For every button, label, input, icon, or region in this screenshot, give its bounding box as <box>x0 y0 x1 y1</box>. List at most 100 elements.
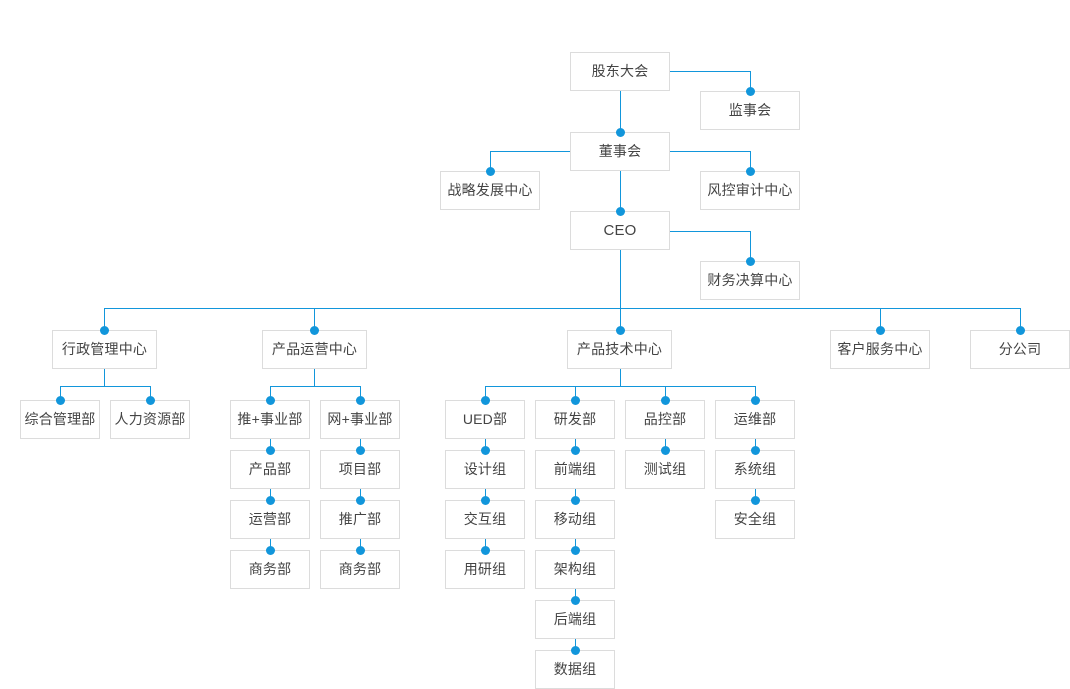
node-security-group[interactable]: 安全组 <box>715 500 795 539</box>
node-promotion-dept[interactable]: 推广部 <box>320 500 400 539</box>
edge-trunk-to-branch <box>1020 308 1021 330</box>
connector-dot-customer-service-center <box>876 326 885 335</box>
connector-dot-design-group <box>481 446 490 455</box>
edge-ued-to-design <box>485 439 486 450</box>
node-design-group[interactable]: 设计组 <box>445 450 525 489</box>
edge-board-to-strategy-h <box>490 151 570 152</box>
node-system-group[interactable]: 系统组 <box>715 450 795 489</box>
edge-project-to-promotion <box>360 489 361 500</box>
node-ued-dept[interactable]: UED部 <box>445 400 525 439</box>
edge-shareholders-to-supervisory-v <box>750 71 751 91</box>
edge-product-ops-bar <box>270 386 360 387</box>
node-customer-service-center[interactable]: 客户服务中心 <box>830 330 930 369</box>
connector-dot-hr-dept <box>146 396 155 405</box>
edge-admin-bar <box>60 386 150 387</box>
edge-operations-to-business-a <box>270 539 271 550</box>
node-shareholders-meeting[interactable]: 股东大会 <box>570 52 670 91</box>
edge-architecture-to-backend <box>575 589 576 600</box>
node-product-technology-center[interactable]: 产品技术中心 <box>567 330 672 369</box>
node-business-dept-b[interactable]: 商务部 <box>320 550 400 589</box>
edge-product-ops-stem <box>314 369 315 386</box>
edge-board-to-risk-v <box>750 151 751 171</box>
connector-dot-data-group <box>571 646 580 655</box>
edge-ceo-to-trunk <box>620 250 621 308</box>
node-ceo[interactable]: CEO <box>570 211 670 250</box>
node-supervisory-board[interactable]: 监事会 <box>700 91 800 130</box>
edge-product-tech-bar <box>485 386 755 387</box>
connector-dot-business-dept-a <box>266 546 275 555</box>
connector-dot-product-tech-center <box>616 326 625 335</box>
edge-ceo-to-finance-v <box>750 231 751 261</box>
connector-dot-risk <box>746 167 755 176</box>
edge-product-tech-to-ops <box>755 386 756 400</box>
edge-trunk-to-customer-service <box>880 308 881 330</box>
connector-dot-product-dept <box>266 446 275 455</box>
connector-dot-mobile-group <box>571 496 580 505</box>
edge-shareholders-to-supervisory-h <box>670 71 750 72</box>
connector-dot-qa-dept <box>661 396 670 405</box>
node-architecture-group[interactable]: 架构组 <box>535 550 615 589</box>
node-interaction-group[interactable]: 交互组 <box>445 500 525 539</box>
edge-board-to-ceo <box>620 171 621 211</box>
node-rnd-dept[interactable]: 研发部 <box>535 400 615 439</box>
connector-dot-test-group <box>661 446 670 455</box>
connector-dot-general-admin-dept <box>56 396 65 405</box>
node-product-dept[interactable]: 产品部 <box>230 450 310 489</box>
edge-product-dept-to-operations <box>270 489 271 500</box>
node-tui-business-unit[interactable]: 推+事业部 <box>230 400 310 439</box>
edge-board-to-risk-h <box>670 151 750 152</box>
node-finance-settlement-center[interactable]: 财务决算中心 <box>700 261 800 300</box>
connector-dot-security-group <box>751 496 760 505</box>
edge-ceo-to-finance-h <box>670 231 750 232</box>
node-branch-company[interactable]: 分公司 <box>970 330 1070 369</box>
edge-product-tech-stem <box>620 369 621 386</box>
connector-dot-ceo <box>616 207 625 216</box>
connector-dot-operations-dept <box>266 496 275 505</box>
edge-frontend-to-mobile <box>575 489 576 500</box>
edge-system-to-security <box>755 489 756 500</box>
node-backend-group[interactable]: 后端组 <box>535 600 615 639</box>
edge-wang-to-project-dept <box>360 439 361 450</box>
edge-backend-to-data <box>575 639 576 650</box>
edge-main-distribution-bar <box>104 308 1020 309</box>
node-product-operations-center[interactable]: 产品运营中心 <box>262 330 367 369</box>
node-strategy-development-center[interactable]: 战略发展中心 <box>440 171 540 210</box>
node-project-dept[interactable]: 项目部 <box>320 450 400 489</box>
node-risk-audit-center[interactable]: 风控审计中心 <box>700 171 800 210</box>
edge-trunk-to-product-ops <box>314 308 315 330</box>
node-qa-dept[interactable]: 品控部 <box>625 400 705 439</box>
edge-admin-to-hr <box>150 386 151 400</box>
edge-promotion-to-business-b <box>360 539 361 550</box>
connector-dot-product-ops-center <box>310 326 319 335</box>
node-admin-management-center[interactable]: 行政管理中心 <box>52 330 157 369</box>
node-test-group[interactable]: 测试组 <box>625 450 705 489</box>
node-wang-business-unit[interactable]: 网+事业部 <box>320 400 400 439</box>
edge-ops-to-system <box>755 439 756 450</box>
node-general-admin-dept[interactable]: 综合管理部 <box>20 400 100 439</box>
edge-product-tech-to-rnd <box>575 386 576 400</box>
connector-dot-system-group <box>751 446 760 455</box>
connector-dot-supervisory <box>746 87 755 96</box>
connector-dot-admin-center <box>100 326 109 335</box>
edge-qa-to-test <box>665 439 666 450</box>
connector-dot-interaction-group <box>481 496 490 505</box>
node-hr-dept[interactable]: 人力资源部 <box>110 400 190 439</box>
connector-dot-frontend-group <box>571 446 580 455</box>
node-mobile-group[interactable]: 移动组 <box>535 500 615 539</box>
node-data-group[interactable]: 数据组 <box>535 650 615 689</box>
connector-dot-ued-dept <box>481 396 490 405</box>
connector-dot-strategy <box>486 167 495 176</box>
node-ops-dept[interactable]: 运维部 <box>715 400 795 439</box>
connector-dot-architecture-group <box>571 546 580 555</box>
edge-interaction-to-user-research <box>485 539 486 550</box>
connector-dot-finance <box>746 257 755 266</box>
node-frontend-group[interactable]: 前端组 <box>535 450 615 489</box>
node-board-of-directors[interactable]: 董事会 <box>570 132 670 171</box>
edge-product-tech-to-ued <box>485 386 486 400</box>
edge-mobile-to-architecture <box>575 539 576 550</box>
edge-trunk-to-admin <box>104 308 105 330</box>
node-business-dept-a[interactable]: 商务部 <box>230 550 310 589</box>
node-user-research-group[interactable]: 用研组 <box>445 550 525 589</box>
node-operations-dept[interactable]: 运营部 <box>230 500 310 539</box>
connector-dot-project-dept <box>356 446 365 455</box>
